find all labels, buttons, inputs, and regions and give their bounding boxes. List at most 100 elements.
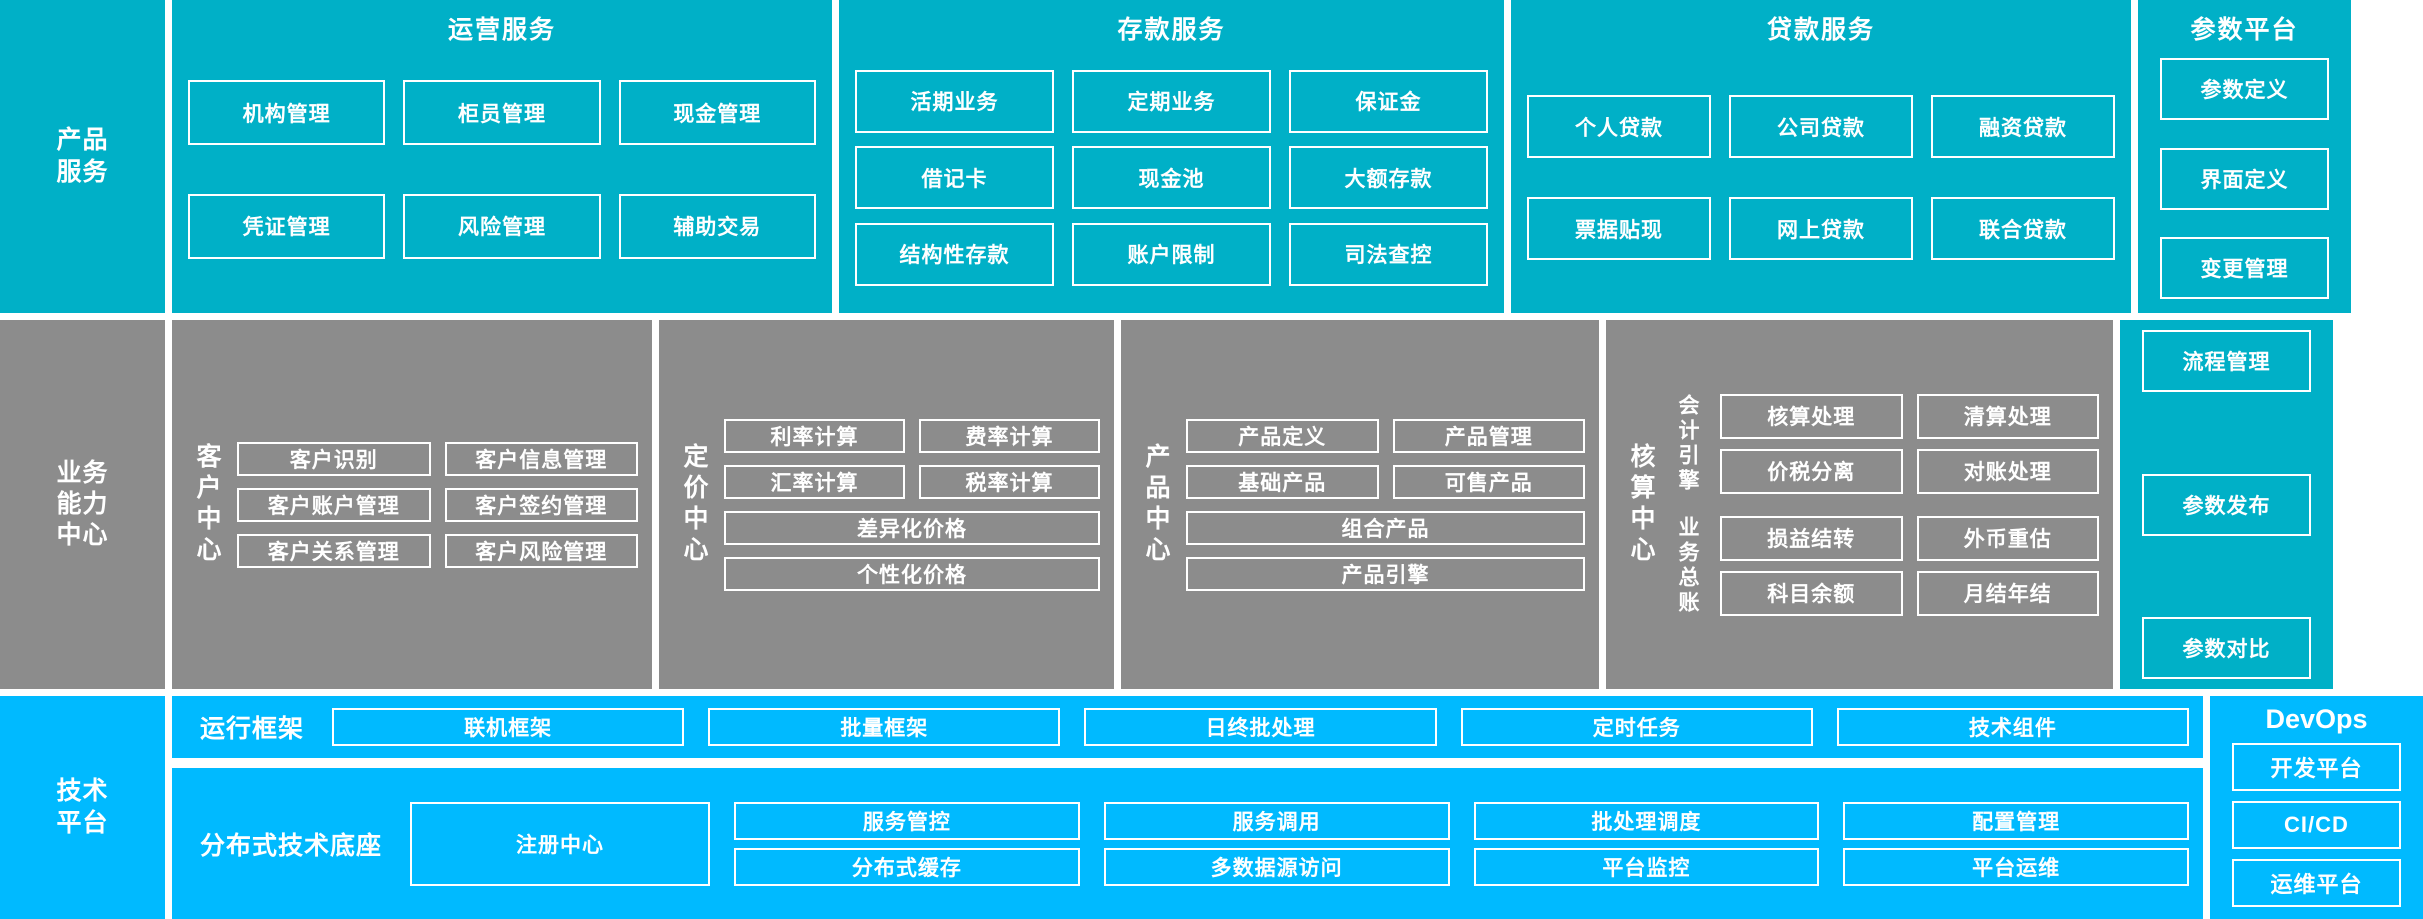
- service-row: 借记卡 现金池 大额存款: [855, 146, 1488, 209]
- group-loan-services: 贷款服务 个人贷款 公司贷款 融资贷款 票据贴现 网上贷款 联合贷款: [1511, 0, 2131, 313]
- capability-cell-base-product[interactable]: 基础产品: [1186, 464, 1379, 499]
- capability-cell-subject-balance[interactable]: 科目余额: [1720, 570, 1903, 616]
- capability-cell-reconciliation-process[interactable]: 对账处理: [1916, 448, 2099, 494]
- service-cell-demand-deposit[interactable]: 活期业务: [855, 69, 1054, 133]
- capability-cell-interest-rate-calc[interactable]: 利率计算: [724, 418, 905, 453]
- tech-cell-online-framework[interactable]: 联机框架: [332, 708, 685, 746]
- capability-cell-pl-carryover[interactable]: 损益结转: [1720, 515, 1903, 561]
- tech-cell-config-mgmt[interactable]: 配置管理: [1843, 801, 2190, 840]
- capability-cell-month-year-close[interactable]: 月结年结: [1916, 570, 2099, 616]
- service-cell-cash-pool[interactable]: 现金池: [1072, 146, 1271, 209]
- group-operation-services-title: 运营服务: [447, 16, 556, 44]
- capability-cell-settlement-process[interactable]: 清算处理: [1916, 393, 2099, 439]
- capability-cell-customer-relation-mgmt[interactable]: 客户关系管理: [237, 533, 431, 568]
- rail-business-capability: 业务能力中心: [0, 320, 165, 689]
- tech-row-runtime-framework: 运行框架 联机框架 批量框架 日终批处理 定时任务 技术组件: [172, 696, 2203, 758]
- param-cell-ui-definition[interactable]: 界面定义: [2160, 147, 2329, 210]
- capability-cell-personalized-price[interactable]: 个性化价格: [724, 556, 1100, 591]
- service-cell-financing-loan[interactable]: 融资贷款: [1931, 95, 2115, 158]
- service-cell-cash-mgmt[interactable]: 现金管理: [618, 80, 816, 146]
- param-cell-param-compare[interactable]: 参数对比: [2142, 617, 2311, 679]
- capability-cell-price-tax-separation[interactable]: 价税分离: [1720, 448, 1903, 494]
- capability-cell-accounting-process[interactable]: 核算处理: [1720, 393, 1903, 439]
- tech-col: 批量框架: [708, 708, 1061, 746]
- service-cell-large-deposit[interactable]: 大额存款: [1289, 146, 1488, 209]
- tech-cell-registry-center[interactable]: 注册中心: [410, 801, 711, 886]
- service-cell-account-restriction[interactable]: 账户限制: [1072, 222, 1271, 286]
- capability-cell-customer-identify[interactable]: 客户识别: [237, 441, 431, 476]
- tech-cell-service-governance[interactable]: 服务管控: [734, 801, 1080, 840]
- service-cell-corporate-loan[interactable]: 公司贷款: [1729, 95, 1913, 158]
- param-cell-process-mgmt[interactable]: 流程管理: [2142, 330, 2311, 392]
- service-cell-teller-mgmt[interactable]: 柜员管理: [403, 80, 601, 146]
- service-cell-org-mgmt[interactable]: 机构管理: [188, 80, 386, 146]
- capability-cell-product-engine[interactable]: 产品引擎: [1186, 556, 1585, 591]
- service-cell-personal-loan[interactable]: 个人贷款: [1527, 95, 1711, 158]
- capability-cell-exchange-rate-calc[interactable]: 汇率计算: [724, 464, 905, 499]
- center-customer: 客户中心 客户识别 客户信息管理 客户账户管理 客户签约管理 客户关系管理 客户…: [172, 320, 652, 689]
- devops-column: DevOps 开发平台 CI/CD 运维平台: [2210, 696, 2423, 919]
- tech-cell-service-invocation[interactable]: 服务调用: [1103, 801, 1450, 840]
- tech-cell-scheduled-task[interactable]: 定时任务: [1460, 708, 1813, 746]
- capability-cell-product-mgmt[interactable]: 产品管理: [1392, 418, 1585, 453]
- rail-technology-platform: 技术平台: [0, 696, 165, 919]
- rail-product-services: 产品服务: [0, 0, 165, 313]
- service-cell-online-loan[interactable]: 网上贷款: [1729, 197, 1913, 260]
- capability-row: 损益结转 外币重估: [1720, 515, 2099, 561]
- capability-cell-customer-account-mgmt[interactable]: 客户账户管理: [237, 487, 431, 522]
- service-cell-risk-mgmt[interactable]: 风险管理: [403, 193, 601, 259]
- capability-cell-fx-revaluation[interactable]: 外币重估: [1916, 515, 2099, 561]
- tech-row-runtime-framework-label: 运行框架: [200, 715, 305, 743]
- capability-row: 客户识别 客户信息管理: [237, 441, 638, 476]
- tech-cell-batch-framework[interactable]: 批量框架: [708, 708, 1061, 746]
- capability-cell-differential-price[interactable]: 差异化价格: [724, 510, 1100, 545]
- service-cell-joint-loan[interactable]: 联合贷款: [1931, 197, 2115, 260]
- param-platform-middle: 流程管理 参数发布 参数对比: [2120, 320, 2333, 689]
- tech-cell-tech-components[interactable]: 技术组件: [1836, 708, 2190, 746]
- service-cell-structured-deposit[interactable]: 结构性存款: [855, 222, 1054, 286]
- tech-col: 批处理调度 平台监控: [1473, 801, 1820, 886]
- capability-row: 利率计算 费率计算: [724, 418, 1100, 453]
- service-cell-judicial-control[interactable]: 司法查控: [1289, 222, 1488, 286]
- tech-cell-platform-monitoring[interactable]: 平台监控: [1473, 847, 1820, 886]
- tech-cell-platform-ops[interactable]: 平台运维: [1843, 847, 2190, 886]
- business-capability-band: 业务能力中心 客户中心 客户识别 客户信息管理 客户账户管理 客户签约管理 客户…: [0, 320, 2423, 689]
- capability-row: 核算处理 清算处理: [1720, 393, 2099, 439]
- service-cell-margin[interactable]: 保证金: [1289, 69, 1488, 133]
- tech-row-distributed-base-label: 分布式技术底座: [200, 831, 383, 860]
- tech-col: 日终批处理: [1084, 708, 1437, 746]
- rail-business-capability-label: 业务能力中心: [56, 458, 109, 550]
- param-cell-param-definition[interactable]: 参数定义: [2160, 58, 2329, 120]
- service-cell-voucher-mgmt[interactable]: 凭证管理: [188, 193, 386, 259]
- tech-cell-eod-batch[interactable]: 日终批处理: [1084, 708, 1437, 746]
- tech-cell-batch-scheduling[interactable]: 批处理调度: [1473, 801, 1820, 840]
- tech-col: 联机框架: [332, 708, 685, 746]
- capability-cell-sellable-product[interactable]: 可售产品: [1392, 464, 1585, 499]
- capability-cell-product-definition[interactable]: 产品定义: [1186, 418, 1379, 453]
- param-cell-param-publish[interactable]: 参数发布: [2142, 473, 2311, 536]
- devops-cell-ops-platform[interactable]: 运维平台: [2232, 859, 2401, 907]
- capability-row: 差异化价格: [724, 510, 1100, 545]
- tech-cell-multi-datasource-access[interactable]: 多数据源访问: [1103, 847, 1450, 886]
- service-cell-time-deposit[interactable]: 定期业务: [1072, 69, 1271, 133]
- service-cell-debit-card[interactable]: 借记卡: [855, 146, 1054, 209]
- group-loan-services-title: 贷款服务: [1766, 16, 1875, 44]
- service-row: 凭证管理 风险管理 辅助交易: [188, 193, 816, 259]
- capability-cell-customer-contract-mgmt[interactable]: 客户签约管理: [444, 487, 638, 522]
- service-cell-bill-discount[interactable]: 票据贴现: [1527, 197, 1711, 260]
- tech-col: 注册中心: [410, 801, 711, 886]
- devops-cell-cicd[interactable]: CI/CD: [2232, 801, 2401, 849]
- service-cell-aux-transaction[interactable]: 辅助交易: [618, 193, 816, 259]
- capability-cell-composite-product[interactable]: 组合产品: [1186, 510, 1585, 545]
- tech-col: 定时任务: [1460, 708, 1813, 746]
- capability-cell-tax-rate-calc[interactable]: 税率计算: [919, 464, 1100, 499]
- center-accounting: 核算中心 会计引擎 核算处理 清算处理 价税分离 对账处理: [1606, 320, 2113, 689]
- center-product-label: 产品中心: [1142, 442, 1170, 567]
- capability-cell-fee-rate-calc[interactable]: 费率计算: [919, 418, 1100, 453]
- capability-cell-customer-info-mgmt[interactable]: 客户信息管理: [444, 441, 638, 476]
- capability-cell-customer-risk-mgmt[interactable]: 客户风险管理: [444, 533, 638, 568]
- tech-cell-distributed-cache[interactable]: 分布式缓存: [734, 847, 1080, 886]
- param-cell-change-mgmt[interactable]: 变更管理: [2160, 237, 2329, 299]
- center-pricing: 定价中心 利率计算 费率计算 汇率计算 税率计算 差异化价格 个性化价格: [659, 320, 1114, 689]
- devops-cell-dev-platform[interactable]: 开发平台: [2232, 743, 2401, 791]
